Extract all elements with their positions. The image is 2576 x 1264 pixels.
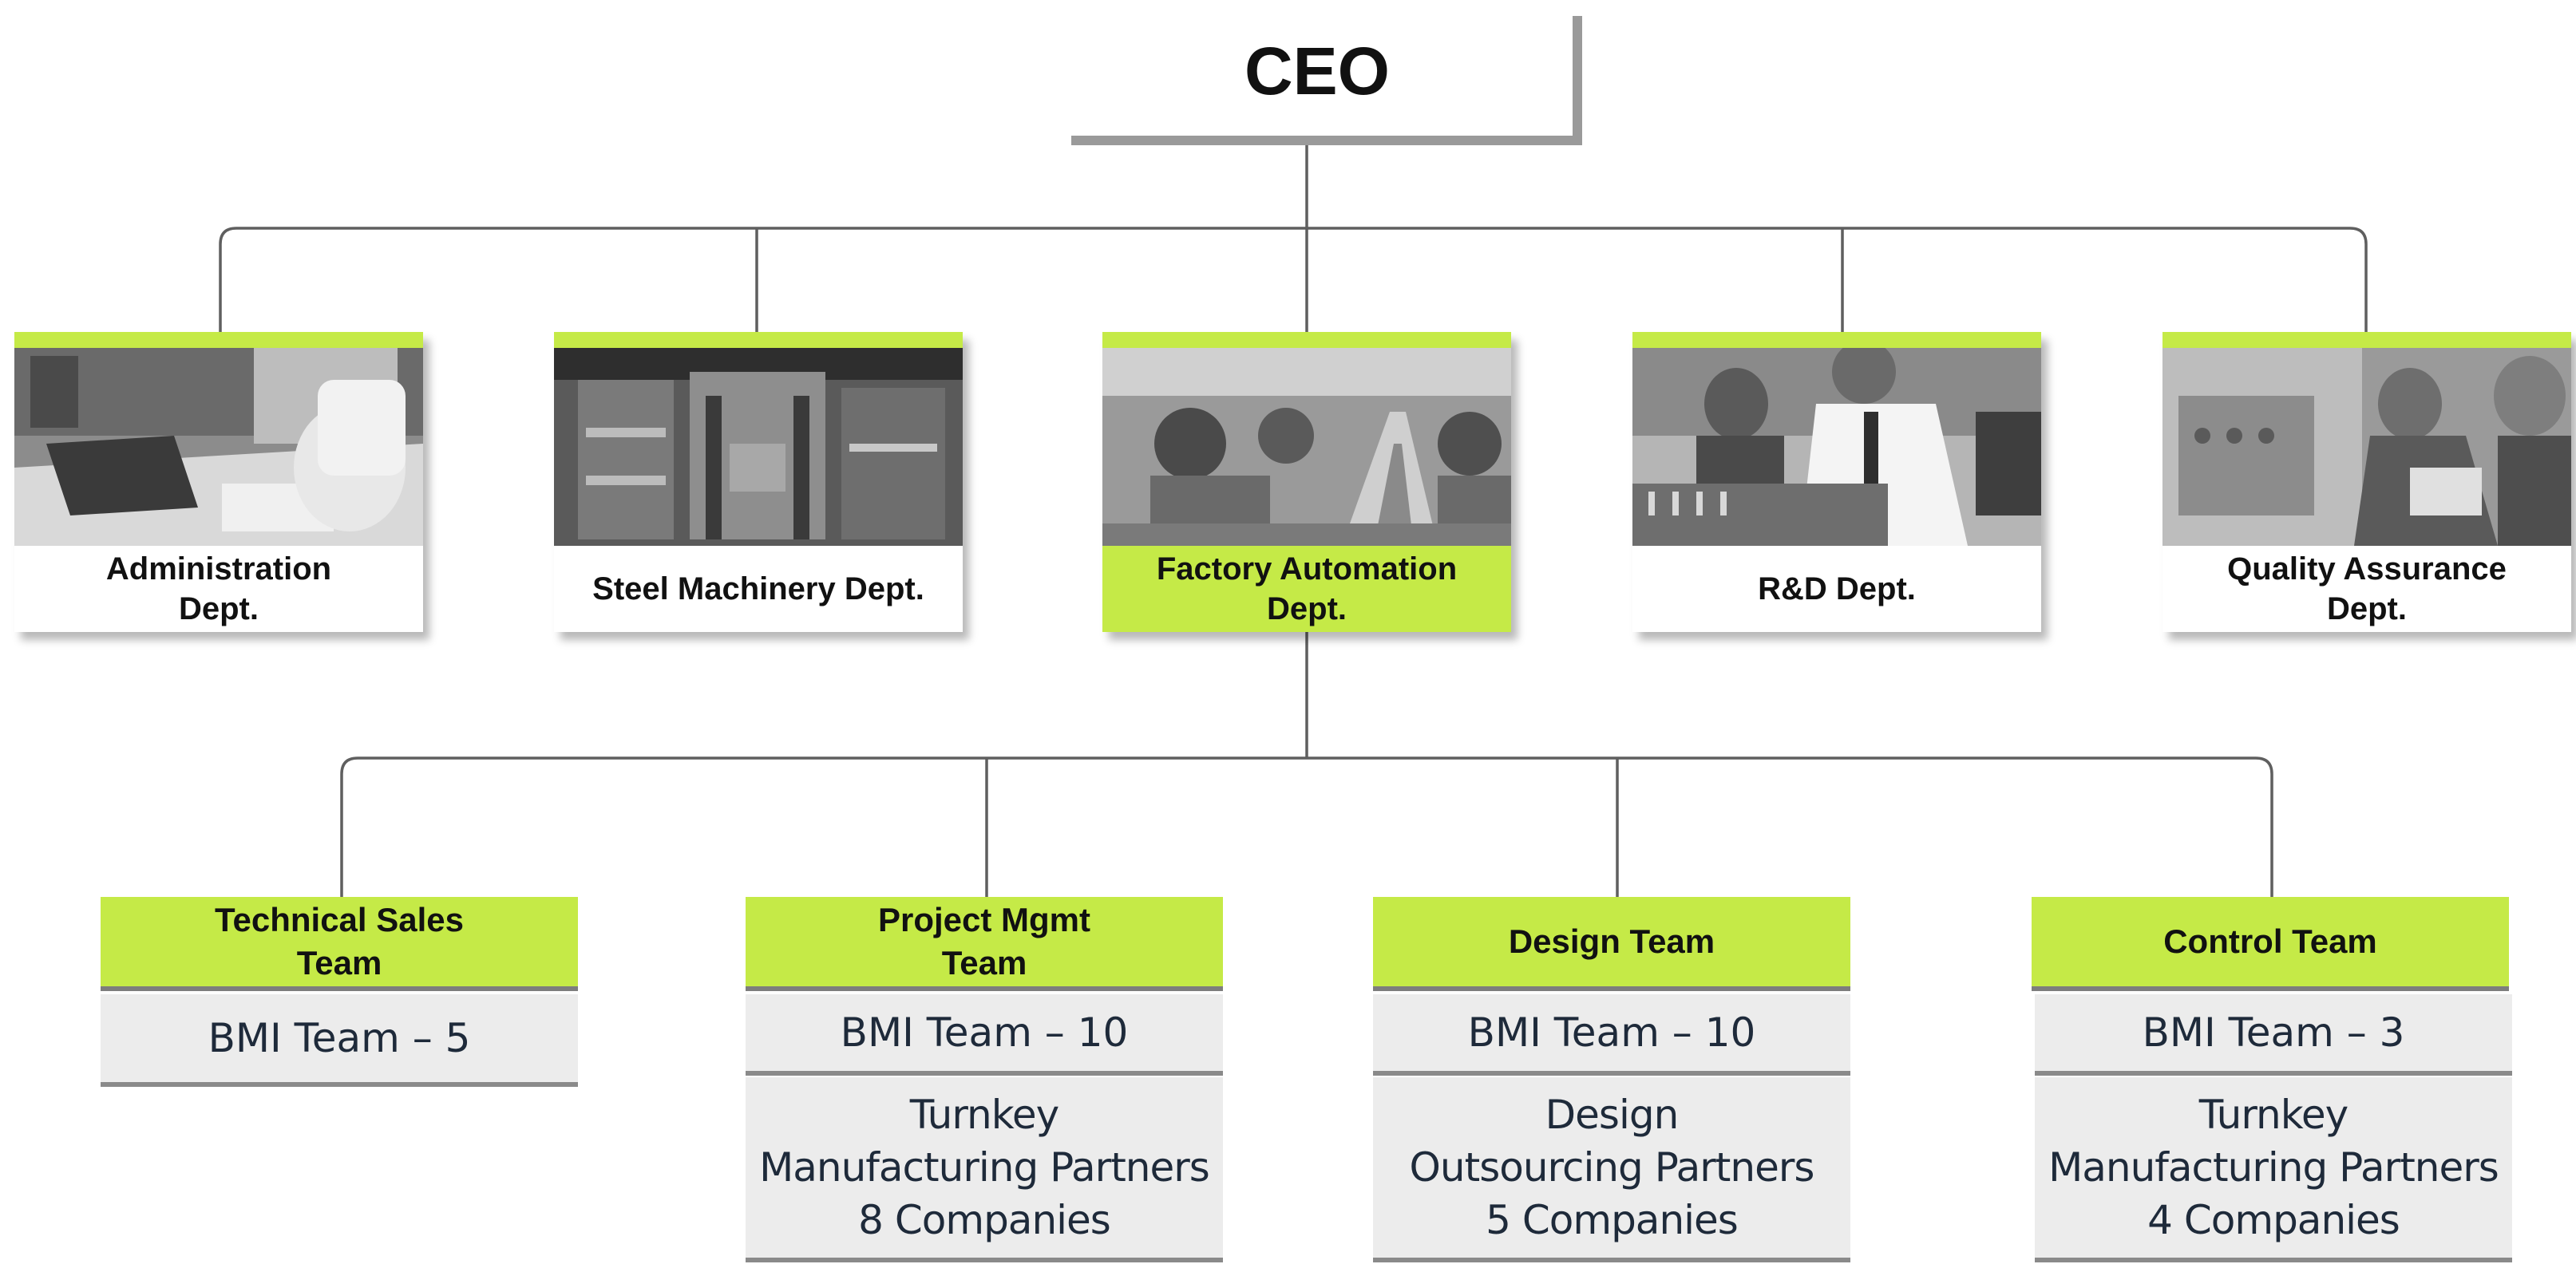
- team-row-partners: Turnkey Manufacturing Partners 8 Compani…: [746, 1077, 1223, 1258]
- department-bus: [219, 227, 2368, 332]
- team-row-text: BMI Team – 5: [208, 1015, 471, 1061]
- dept-label-box: R&D Dept.: [1632, 546, 2041, 632]
- dept-accent-bar: [2162, 332, 2571, 348]
- dept-card-quality-assurance[interactable]: Quality Assurance Dept.: [2162, 332, 2571, 632]
- team-title: Design Team: [1508, 922, 1715, 960]
- dept-label-box: Administration Dept.: [14, 546, 423, 632]
- team-title: Technical Sales Team: [214, 901, 465, 982]
- team-header-control[interactable]: Control Team: [2032, 897, 2509, 986]
- team-header-design[interactable]: Design Team: [1373, 897, 1850, 986]
- team-row-bmi: BMI Team – 3: [2035, 994, 2512, 1071]
- office-desk-photo: [14, 348, 423, 546]
- team-title: Control Team: [2163, 922, 2377, 960]
- dept-accent-bar: [1632, 332, 2041, 348]
- dept-label: R&D Dept.: [1758, 571, 1916, 606]
- dept-label-box: Quality Assurance Dept.: [2162, 546, 2571, 632]
- team-row-text: Turnkey Manufacturing Partners 4 Compani…: [2048, 1092, 2499, 1243]
- dept-label: Factory Automation Dept.: [1156, 551, 1458, 626]
- team-header-technical-sales[interactable]: Technical Sales Team: [101, 897, 578, 986]
- dept-label: Steel Machinery Dept.: [592, 571, 924, 606]
- team-row-bmi: BMI Team – 10: [746, 994, 1223, 1071]
- team-row-bmi: BMI Team – 5: [101, 994, 578, 1082]
- robot-assembly-line-photo: [1102, 348, 1511, 546]
- team-row-partners: Design Outsourcing Partners 5 Companies: [1373, 1077, 1850, 1258]
- lab-engineer-photo: [1632, 348, 2041, 546]
- inspection-workers-photo: [2162, 348, 2571, 546]
- dept-label-box: Factory Automation Dept.: [1102, 546, 1511, 632]
- team-bus: [340, 756, 2273, 897]
- ceo-title: CEO: [1244, 33, 1391, 109]
- dept-card-administration[interactable]: Administration Dept.: [14, 332, 423, 632]
- dept-label-box: Steel Machinery Dept.: [554, 546, 963, 632]
- team-row-text: BMI Team – 10: [1467, 1009, 1756, 1056]
- ceo-box[interactable]: CEO: [1062, 6, 1573, 136]
- dept-card-steel-machinery[interactable]: Steel Machinery Dept.: [554, 332, 963, 632]
- team-row-partners: Turnkey Manufacturing Partners 4 Compani…: [2035, 1077, 2512, 1258]
- dept-card-factory-automation[interactable]: Factory Automation Dept.: [1102, 332, 1511, 632]
- team-header-project-mgmt[interactable]: Project Mgmt Team: [746, 897, 1223, 986]
- dept-label: Quality Assurance Dept.: [2227, 551, 2507, 626]
- team-row-text: Turnkey Manufacturing Partners 8 Compani…: [759, 1092, 1210, 1243]
- dept-card-rnd[interactable]: R&D Dept.: [1632, 332, 2041, 632]
- team-row-bmi: BMI Team – 10: [1373, 994, 1850, 1071]
- dept-label: Administration Dept.: [105, 551, 332, 626]
- heavy-machinery-photo: [554, 348, 963, 546]
- dept-accent-bar: [14, 332, 423, 348]
- team-row-text: Design Outsourcing Partners 5 Companies: [1409, 1092, 1815, 1243]
- team-title: Project Mgmt Team: [877, 901, 1091, 982]
- team-row-text: BMI Team – 10: [840, 1009, 1129, 1056]
- dept-accent-bar: [554, 332, 963, 348]
- team-row-text: BMI Team – 3: [2142, 1009, 2405, 1056]
- dept-accent-bar: [1102, 332, 1511, 348]
